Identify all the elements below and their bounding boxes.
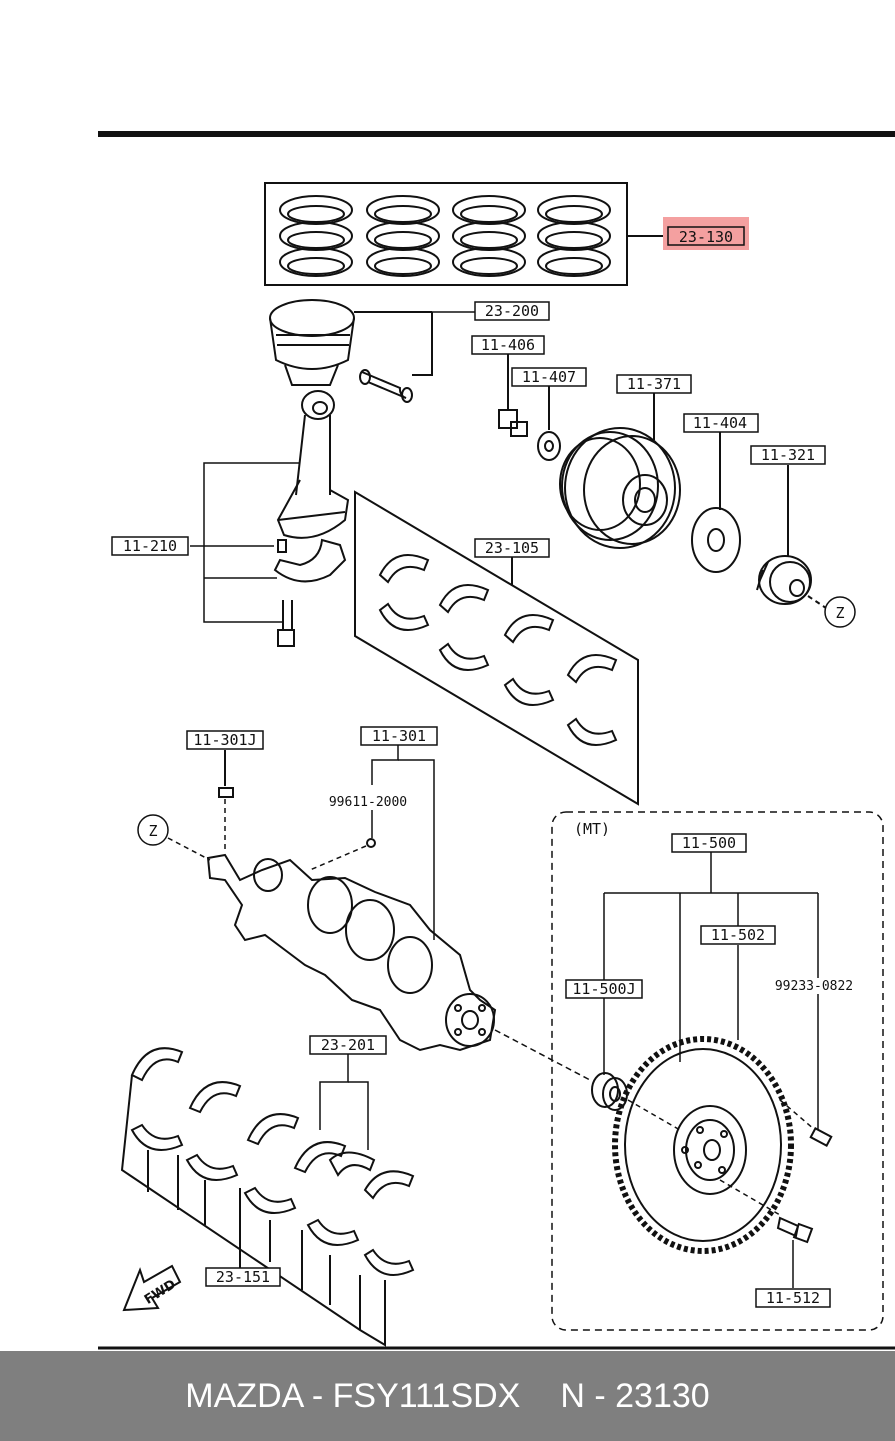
label-11-301j-text: 11-301J bbox=[193, 731, 256, 749]
connecting-rod bbox=[276, 390, 350, 539]
bracket-11-210 bbox=[190, 462, 300, 623]
callout-z-left-text: Z bbox=[148, 822, 157, 840]
callout-z-right-text: Z bbox=[835, 604, 844, 622]
label-23-200-text: 23-200 bbox=[485, 302, 539, 320]
crank-pulley-11-371 bbox=[559, 392, 681, 549]
footer-bar: MAZDA - FSY111SDX N - 23130 bbox=[0, 1351, 895, 1441]
washer-11-407 bbox=[537, 386, 561, 461]
label-99611-2000[interactable]: 99611-2000 bbox=[329, 795, 407, 810]
label-11-500[interactable]: 11-500 bbox=[671, 833, 747, 853]
top-rule bbox=[98, 131, 895, 137]
label-23-151[interactable]: 23-151 bbox=[205, 1267, 281, 1287]
flywheel-bolt-11-512 bbox=[776, 1216, 814, 1288]
label-11-500j[interactable]: 11-500J bbox=[565, 979, 643, 999]
label-11-301[interactable]: 11-301 bbox=[360, 726, 438, 746]
label-11-404[interactable]: 11-404 bbox=[683, 413, 759, 433]
bolt-11-406 bbox=[498, 354, 528, 437]
label-11-371-text: 11-371 bbox=[627, 375, 681, 393]
label-23-105-text: 23-105 bbox=[485, 539, 539, 557]
rod-bearing-cap bbox=[273, 538, 347, 647]
label-11-404-text: 11-404 bbox=[693, 414, 747, 432]
piston-ring-set bbox=[264, 182, 666, 286]
callout-z-left: Z bbox=[137, 814, 211, 861]
label-11-301j[interactable]: 11-301J bbox=[186, 730, 264, 750]
callout-z-right: Z bbox=[824, 596, 856, 628]
label-11-502-text: 11-502 bbox=[711, 926, 765, 944]
label-11-512-text: 11-512 bbox=[766, 1289, 820, 1307]
label-23-151-text: 23-151 bbox=[216, 1268, 270, 1286]
label-11-406-text: 11-406 bbox=[481, 336, 535, 354]
label-11-512[interactable]: 11-512 bbox=[755, 1288, 831, 1308]
footer-reference: N - 23130 bbox=[560, 1376, 710, 1415]
mt-region-text: (MT) bbox=[574, 820, 610, 838]
sprocket-11-321 bbox=[756, 465, 827, 609]
label-23-130[interactable]: 23-130 bbox=[663, 217, 749, 250]
label-23-105[interactable]: 23-105 bbox=[474, 538, 550, 558]
label-11-500j-text: 11-500J bbox=[572, 980, 635, 998]
key-11-301j bbox=[218, 750, 234, 850]
flywheel-bracket bbox=[603, 852, 819, 1130]
label-11-210-text: 11-210 bbox=[123, 537, 177, 555]
label-11-321[interactable]: 11-321 bbox=[750, 445, 826, 465]
plate-11-404 bbox=[691, 432, 741, 573]
label-11-407-text: 11-407 bbox=[522, 368, 576, 386]
label-11-406[interactable]: 11-406 bbox=[471, 335, 545, 355]
label-11-321-text: 11-321 bbox=[761, 446, 815, 464]
piston bbox=[269, 299, 432, 386]
label-11-371[interactable]: 11-371 bbox=[616, 374, 692, 394]
label-23-201-text: 23-201 bbox=[321, 1036, 375, 1054]
dowel-pin bbox=[809, 1127, 833, 1147]
footer-brand-part: MAZDA - FSY111SDX bbox=[185, 1376, 521, 1415]
fwd-arrow: FWD bbox=[122, 1264, 182, 1312]
label-11-500-text: 11-500 bbox=[682, 834, 736, 852]
piston-pin bbox=[359, 312, 433, 403]
label-11-301-text: 11-301 bbox=[372, 727, 426, 745]
rod-bearing-set-23-105 bbox=[354, 490, 639, 806]
label-11-210[interactable]: 11-210 bbox=[111, 536, 189, 556]
mt-region: (MT) bbox=[551, 811, 884, 1331]
label-99233-0822[interactable]: 99233-0822 bbox=[775, 979, 853, 994]
label-11-407[interactable]: 11-407 bbox=[511, 367, 587, 387]
label-23-200[interactable]: 23-200 bbox=[432, 301, 550, 321]
label-23-130-text: 23-130 bbox=[679, 228, 733, 246]
flywheel-11-500 bbox=[612, 1036, 816, 1254]
label-11-502[interactable]: 11-502 bbox=[700, 925, 776, 945]
main-bearing-set bbox=[120, 1047, 415, 1347]
label-23-201[interactable]: 23-201 bbox=[309, 1035, 387, 1055]
crankshaft-11-301 bbox=[206, 745, 591, 1081]
